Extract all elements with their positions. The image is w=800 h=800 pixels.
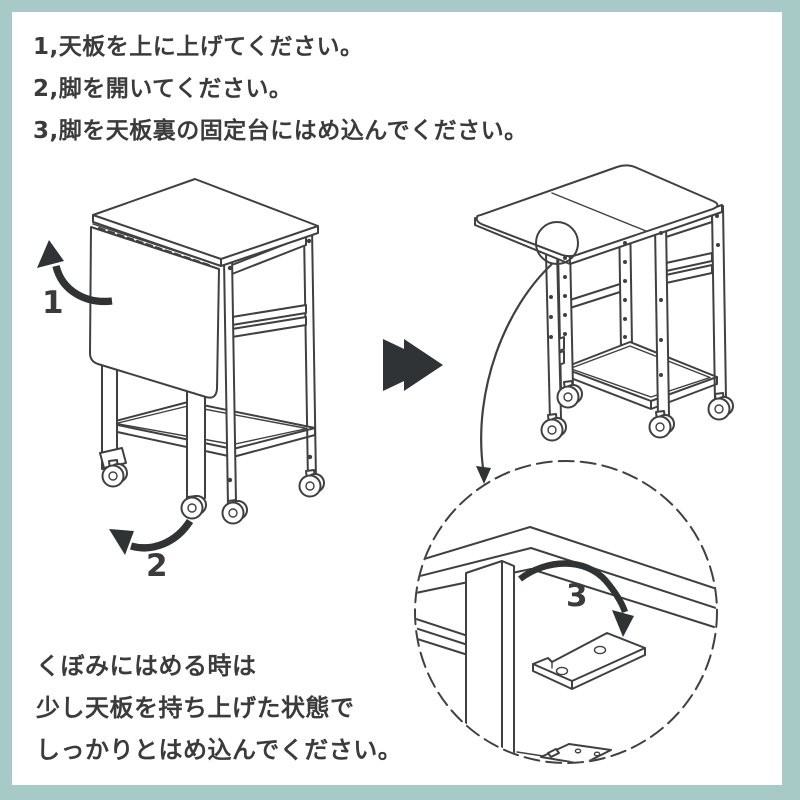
cart-left-rails <box>569 283 621 309</box>
note-line-3: しっかりとはめ込んでください。 <box>36 736 403 764</box>
cart-tabletop <box>92 178 319 267</box>
hinge-strip <box>98 227 213 267</box>
corner-highlight-circle <box>535 221 579 265</box>
screw-dots <box>227 238 313 483</box>
note-line-2: 少し天板を持ち上げた状態で <box>36 694 355 722</box>
caster-wheel <box>298 469 325 498</box>
step-1-label: 1 <box>42 285 64 321</box>
tabletop-underside-edges <box>416 526 716 656</box>
detail-callout-circle: 3 <box>414 460 718 764</box>
caster-wheel <box>707 392 734 421</box>
caster-wheel <box>101 459 128 488</box>
fold-up-arrow-icon <box>37 240 113 306</box>
instruction-line-1: 1,天板を上に上げてください。 <box>33 34 364 60</box>
caster-wheel <box>221 499 248 525</box>
lower-fixing-plate <box>516 743 612 762</box>
cart-lower-shelf <box>562 341 718 410</box>
cart-rear-leg <box>303 227 317 484</box>
screw-dots <box>549 214 720 377</box>
double-chevron-arrow-icon <box>383 339 443 391</box>
insert-arrow-icon <box>518 560 634 637</box>
note-text: くぼみにはめる時は 少し天板を持ち上げた状態で しっかりとはめ込んでください。 <box>36 645 402 771</box>
cart-tabletop-extended <box>474 164 723 265</box>
instruction-line-2: 2,脚を開いてください。 <box>33 76 293 102</box>
step-2-label: 2 <box>146 548 168 584</box>
drop-leaf-folded <box>89 226 220 399</box>
cart-front-legs <box>99 255 237 507</box>
swing-leg-arrow-icon <box>109 518 194 555</box>
instruction-line-3: 3,脚を天板裏の固定台にはめ込んでください。 <box>33 118 528 144</box>
leaf-seam-line <box>551 192 647 232</box>
note-line-1: くぼみにはめる時は <box>36 652 257 680</box>
caster-wheel <box>540 413 567 442</box>
cart-folded-illustration: 1 2 <box>37 178 325 584</box>
fixing-bracket <box>532 632 646 690</box>
cart-lower-shelf <box>107 401 316 458</box>
caster-wheel <box>648 410 675 439</box>
dashed-circle-border <box>414 460 718 764</box>
instructions-text: 1,天板を上に上げてください。 2,脚を開いてください。 3,脚を天板裏の固定台… <box>33 26 528 152</box>
caster-wheel <box>556 380 583 409</box>
cart-back-leg <box>711 205 727 404</box>
step-3-label: 3 <box>566 578 588 614</box>
callout-pointer-arrow-icon <box>476 263 553 484</box>
cart-open-illustration <box>474 164 734 484</box>
leg-post <box>465 560 515 762</box>
caster-wheel <box>180 495 207 520</box>
